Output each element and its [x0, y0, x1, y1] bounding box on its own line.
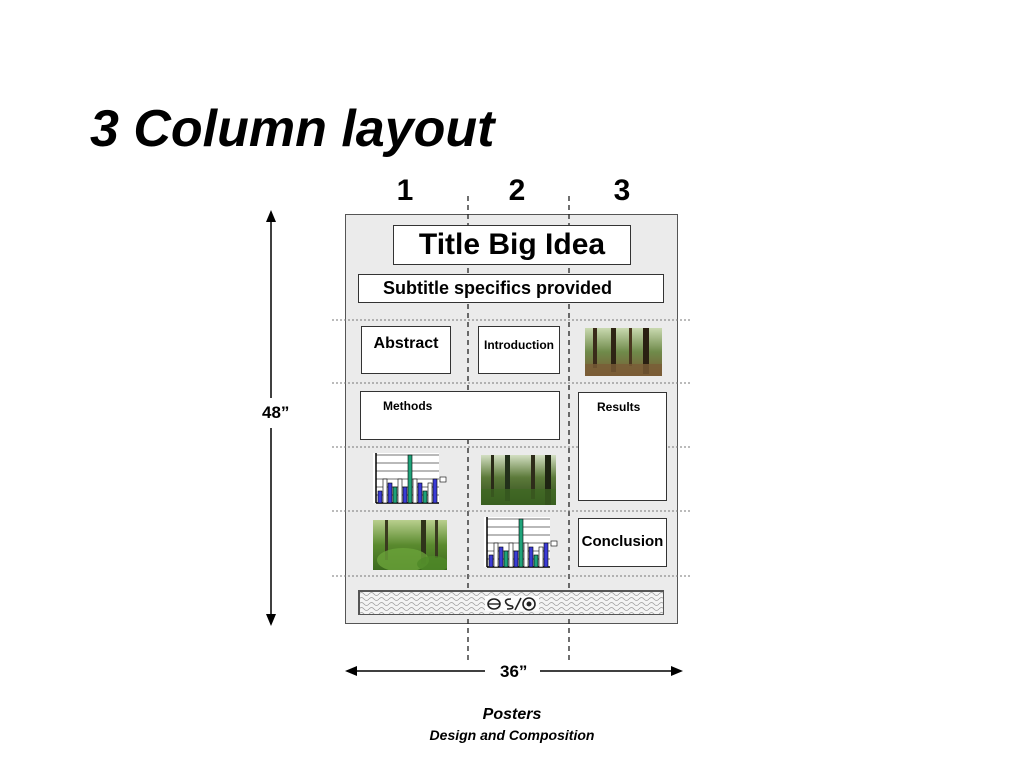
footer-logo-box: [358, 590, 664, 615]
methods-box: Methods: [360, 391, 560, 440]
height-arrow: [266, 210, 276, 626]
forest-photo: [585, 328, 662, 376]
introduction-box: Introduction: [478, 326, 560, 374]
conclusion-box: Conclusion: [578, 518, 667, 567]
poster-subtitle-box: Subtitle specifics provided: [358, 274, 664, 303]
forest-photo: [481, 455, 556, 505]
abstract-box: Abstract: [361, 326, 451, 374]
column-number-3: 3: [613, 174, 631, 207]
footer-caption-posters: Posters: [482, 706, 542, 723]
organization-logo: [485, 596, 539, 611]
width-arrow: [345, 666, 683, 676]
height-dimension-label: 48”: [262, 403, 290, 422]
column-number-2: 2: [508, 174, 526, 207]
bar-chart-thumbnail: [484, 517, 558, 568]
width-dimension-label: 36”: [496, 662, 532, 682]
poster-title-box: Title Big Idea: [393, 225, 631, 265]
bar-chart-thumbnail: [373, 453, 447, 504]
results-box: Results: [578, 392, 667, 501]
slide-title: 3 Column layout: [90, 100, 495, 158]
column-number-1: 1: [396, 174, 414, 207]
forest-photo: [373, 520, 447, 570]
footer-caption-subtitle: Design and Composition: [429, 727, 595, 743]
